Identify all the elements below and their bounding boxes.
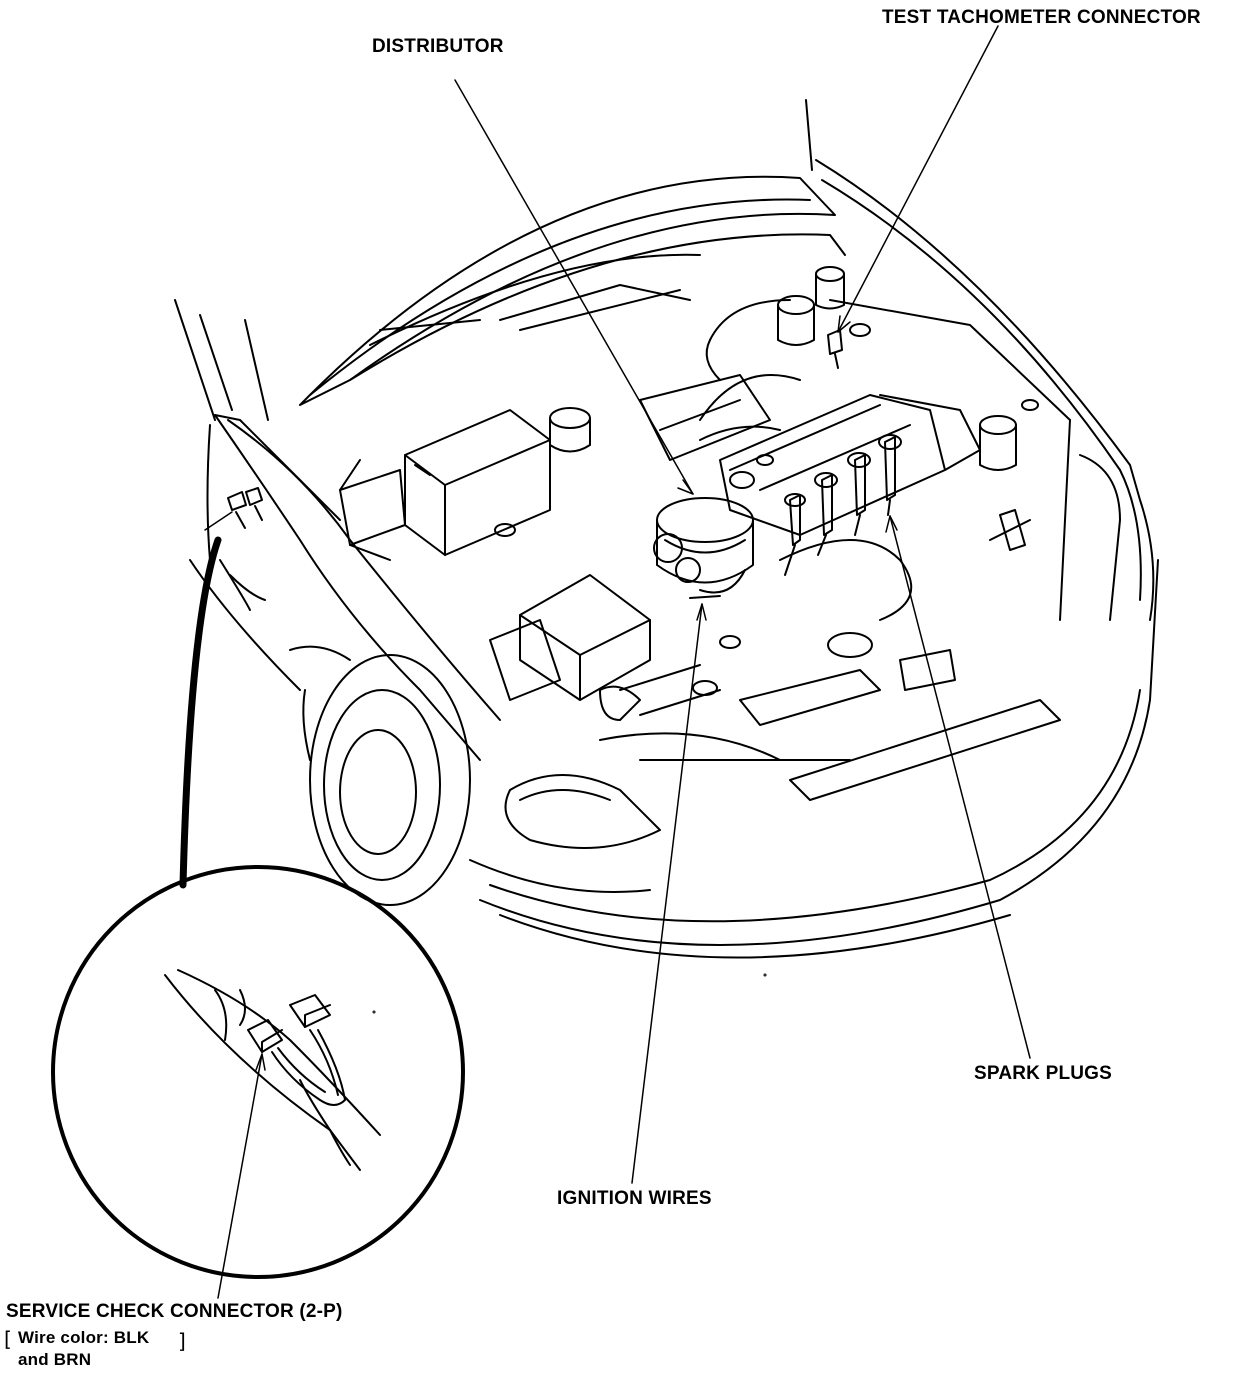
battery [339, 409, 551, 561]
left-fender [174, 299, 501, 761]
wire-color-line-2: and BRN [18, 1350, 92, 1369]
test-tachometer-connector-label: TEST TACHOMETER CONNECTOR [882, 7, 1201, 28]
relay-box [489, 574, 651, 701]
bracket-close: ] [178, 1329, 187, 1353]
wire-color-line-1: Wire color: BLK [18, 1328, 150, 1347]
service-check-leader [217, 1053, 263, 1299]
test-tach-connector [827, 329, 843, 369]
ignition-wires-leader [631, 603, 703, 1184]
reservoir-caps [494, 266, 1039, 696]
spark-plugs-label: SPARK PLUGS [974, 1063, 1113, 1084]
service-check-connector-label: SERVICE CHECK CONNECTOR (2-P) [6, 1301, 343, 1322]
fender-connector [227, 487, 263, 529]
leader-lines [204, 25, 1031, 1299]
distributor-cap [653, 497, 754, 599]
engine-block [599, 299, 1031, 726]
test-tach-leader [837, 25, 999, 333]
ignition-wires-label: IGNITION WIRES [557, 1188, 712, 1209]
spark-plug-boots [784, 434, 902, 576]
distributor-label: DISTRIBUTOR [372, 36, 504, 57]
spark-plugs-leader [889, 515, 1031, 1059]
distributor-leader [454, 79, 694, 495]
specks [372, 973, 767, 1014]
detail-inset [51, 536, 465, 1279]
front-bumper [469, 559, 1159, 959]
hood-outline [299, 99, 846, 406]
front-wheel [289, 645, 471, 906]
right-fender [815, 159, 1155, 621]
bracket-open: [ [4, 1327, 13, 1351]
